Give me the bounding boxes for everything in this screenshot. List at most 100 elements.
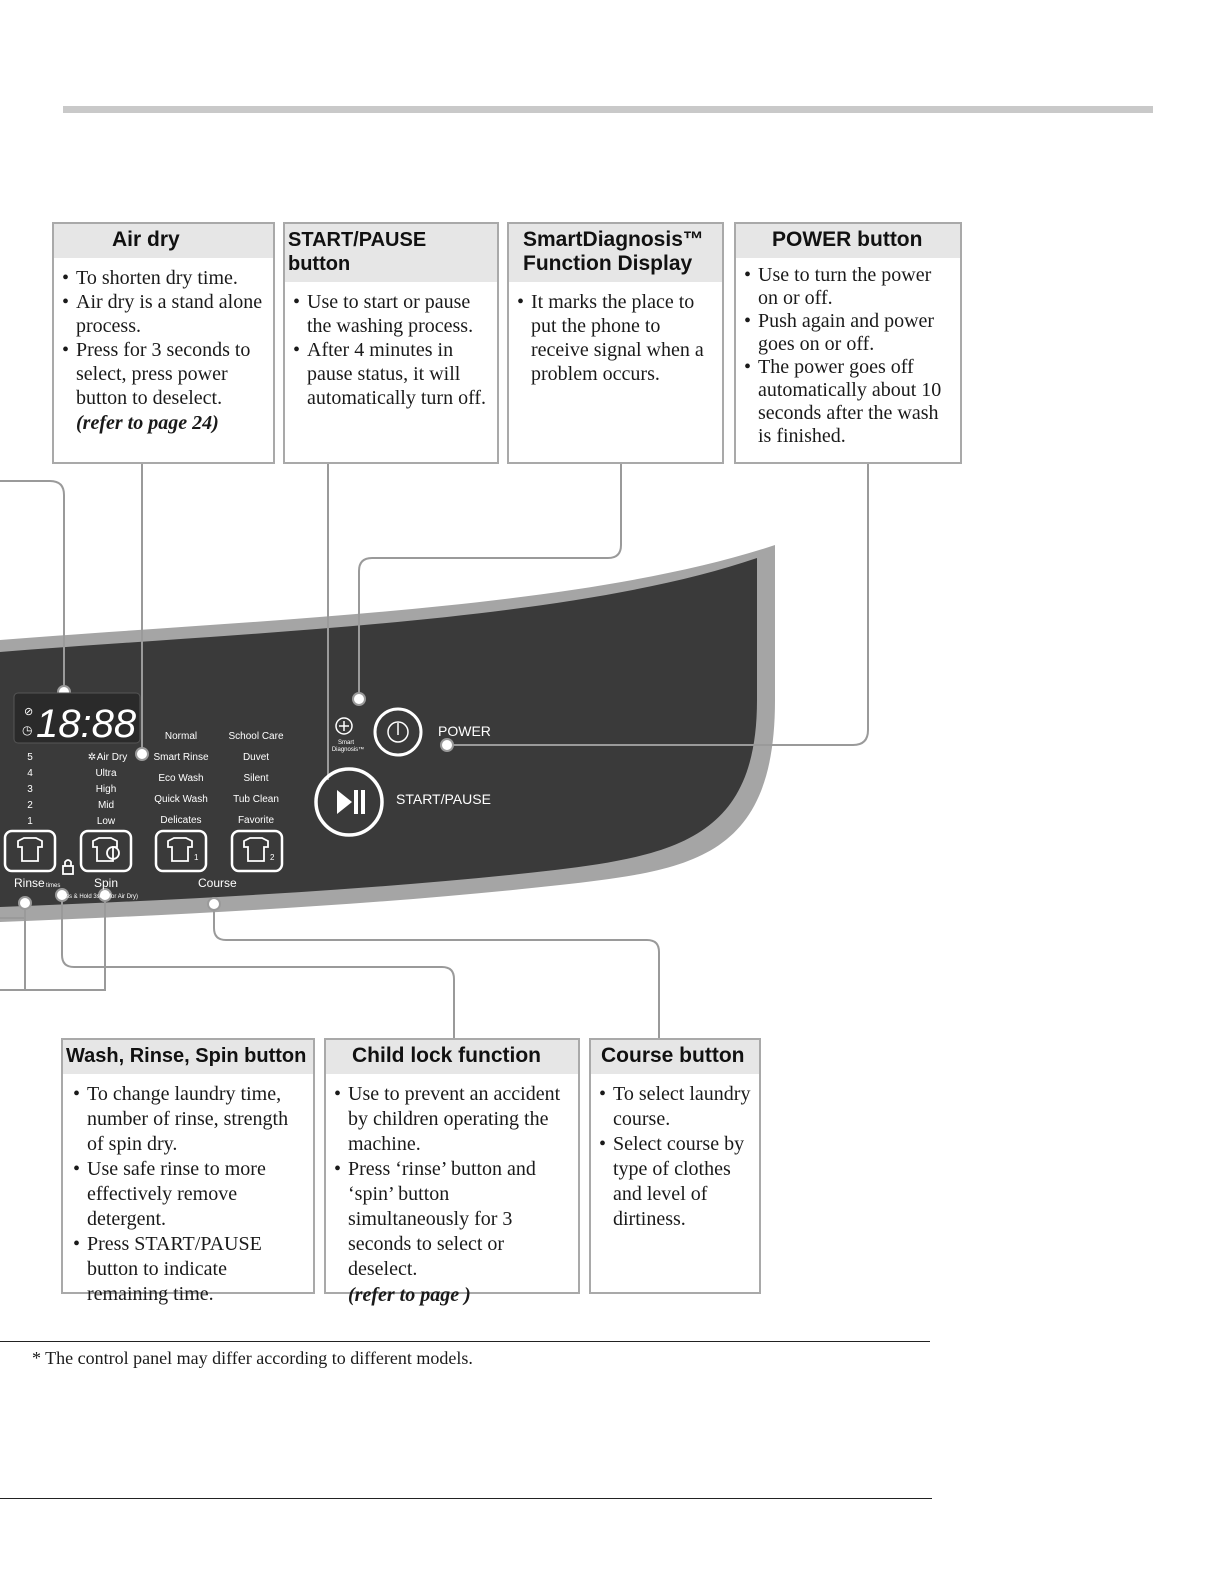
spin-sub-label: ss & Hold 3sec. for Air Dry) [66, 894, 138, 900]
wash-rinse-spin-item: Press START/PAUSE button to indicate rem… [73, 1232, 307, 1307]
course-button-1[interactable] [154, 829, 208, 873]
display-window [13, 692, 141, 744]
start-pause-title: START/PAUSE button [285, 224, 497, 282]
spin-button[interactable] [79, 829, 133, 873]
rinse-sub-label: times [46, 883, 60, 889]
pause-icon [354, 790, 358, 814]
dot-smart-diagnosis [352, 692, 366, 706]
dot-rinse [18, 896, 32, 910]
course-shirt-icon-2 [243, 837, 269, 862]
dot-air-dry [135, 747, 149, 761]
spin-level: Low [97, 816, 116, 827]
course-option: Silent [243, 773, 268, 784]
course-callout: Course button To select laundry course. … [589, 1038, 761, 1294]
start-pause-item: After 4 minutes in pause status, it will… [293, 338, 491, 410]
child-lock-shackle [64, 859, 72, 866]
play-icon [337, 790, 352, 814]
shirt-icon [17, 837, 43, 862]
course-item: Select course by type of clothes and lev… [599, 1132, 753, 1232]
diagnosis-label: Diagnosis™ [332, 746, 364, 753]
power-title: POWER button [736, 224, 960, 258]
course-option: Delicates [160, 815, 201, 826]
top-divider [63, 106, 1153, 113]
smart-diagnosis-icon [335, 717, 353, 735]
spin-level: Mid [98, 800, 114, 811]
start-pause-item: Use to start or pause the washing proces… [293, 290, 491, 338]
smart-diagnosis-title-line2: Function Display [523, 252, 693, 275]
course-label: Course [198, 876, 237, 890]
dot-course [207, 897, 221, 911]
leader-lines [0, 463, 869, 1038]
dot-power [440, 738, 454, 752]
power-item: The power goes off automatically about 1… [744, 356, 954, 448]
rinse-level: 5 [27, 752, 33, 763]
smart-diagnosis-callout: SmartDiagnosis™ Function Display It mark… [507, 222, 724, 464]
course-button-2[interactable] [230, 829, 284, 873]
start-pause-callout: START/PAUSE button Use to start or pause… [283, 222, 499, 464]
spin-level: Air Dry [97, 752, 128, 763]
bottom-rule [0, 1498, 932, 1499]
power-item: Use to turn the power on or off. [744, 264, 954, 310]
course-option: Normal [165, 731, 197, 742]
rinse-button[interactable] [3, 829, 57, 873]
rinse-level: 4 [27, 768, 33, 779]
course-option: Tub Clean [233, 794, 279, 805]
start-pause-button[interactable] [314, 767, 384, 837]
wash-rinse-spin-callout: Wash, Rinse, Spin button To change laund… [61, 1038, 315, 1305]
course-option: Eco Wash [158, 773, 203, 784]
rinse-level: 3 [27, 784, 33, 795]
wash-rinse-spin-title: Wash, Rinse, Spin button [63, 1040, 313, 1074]
time-display: 18:88 [36, 702, 137, 746]
smart-diagnosis-title-line1: SmartDiagnosis™ [523, 228, 704, 251]
spin-swirl-icon [106, 846, 120, 860]
course-option: Smart Rinse [153, 752, 208, 763]
power-label: POWER [438, 723, 491, 739]
spin-level: Ultra [95, 768, 117, 779]
air-dry-item: To shorten dry time. [62, 266, 267, 290]
course-item: To select laundry course. [599, 1082, 753, 1132]
air-dry-title: Air dry [54, 224, 273, 258]
smart-label: Smart [338, 740, 354, 746]
lock-small-icon: ⊘ [24, 706, 33, 718]
course-marker: 2 [270, 853, 275, 862]
rinse-level: 2 [27, 800, 33, 811]
rinse-label: Rinse [14, 876, 45, 890]
air-dry-callout: Air dry To shorten dry time. Air dry is … [52, 222, 275, 464]
course-option: School Care [228, 731, 283, 742]
child-lock-ref: (refer to page ) [348, 1284, 471, 1306]
clock-icon: ◷ [22, 723, 32, 737]
wash-rinse-spin-item: Use safe rinse to more effectively remov… [73, 1157, 307, 1232]
course-option: Duvet [243, 752, 269, 763]
power-item: Push again and power goes on or off. [744, 310, 954, 356]
child-lock-icon [62, 865, 74, 875]
child-lock-title: Child lock function [326, 1040, 578, 1074]
panel-face [0, 558, 757, 907]
spin-label: Spin [94, 876, 118, 890]
child-lock-item: Press ‘rinse’ button and ‘spin’ button s… [334, 1157, 572, 1282]
power-icon [387, 721, 409, 743]
course-shirt-icon-1 [167, 837, 193, 862]
course-title: Course button [591, 1040, 759, 1074]
wash-rinse-spin-item: To change laundry time, number of rinse,… [73, 1082, 307, 1157]
rinse-level: 1 [27, 816, 33, 827]
course-option: Quick Wash [154, 794, 208, 805]
footnote-rule-top [0, 1341, 930, 1342]
start-pause-label: START/PAUSE [396, 791, 491, 807]
power-callout: POWER button Use to turn the power on or… [734, 222, 962, 464]
air-dry-item: Air dry is a stand alone process. [62, 290, 267, 338]
child-lock-item: Use to prevent an accident by children o… [334, 1082, 572, 1157]
dot-child-lock [55, 888, 69, 902]
course-option: Favorite [238, 815, 275, 826]
spin-level: High [96, 784, 117, 795]
air-dry-ref: (refer to page 24) [76, 412, 219, 434]
snowflake-icon: ✲ [88, 752, 96, 763]
child-lock-callout: Child lock function Use to prevent an ac… [324, 1038, 580, 1306]
smart-diagnosis-title: SmartDiagnosis™ Function Display [509, 224, 722, 282]
course-marker: 1 [194, 853, 199, 862]
footnote: * The control panel may differ according… [32, 1348, 473, 1368]
air-dry-item: Press for 3 seconds to select, press pow… [62, 338, 267, 410]
dot-spin [98, 888, 112, 902]
power-button[interactable] [373, 707, 423, 757]
smart-diagnosis-item: It marks the place to put the phone to r… [517, 290, 716, 386]
